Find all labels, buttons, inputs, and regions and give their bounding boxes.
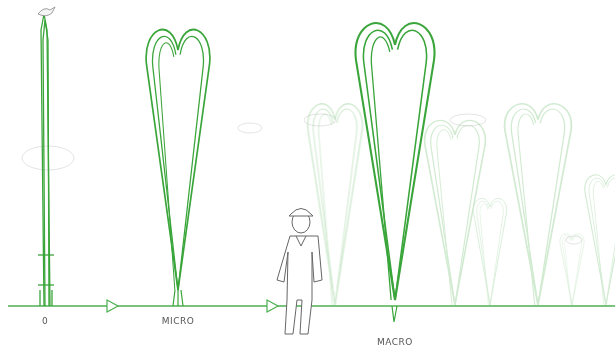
micro-growth [146, 30, 210, 306]
faded-growths [308, 104, 615, 305]
stage-zero [38, 14, 54, 306]
macro-growth [355, 23, 434, 322]
human-figure [277, 209, 322, 335]
stage-label: MACRO [377, 337, 413, 347]
stage-label: 0 [42, 316, 48, 326]
stage-label: MICRO [162, 316, 195, 326]
